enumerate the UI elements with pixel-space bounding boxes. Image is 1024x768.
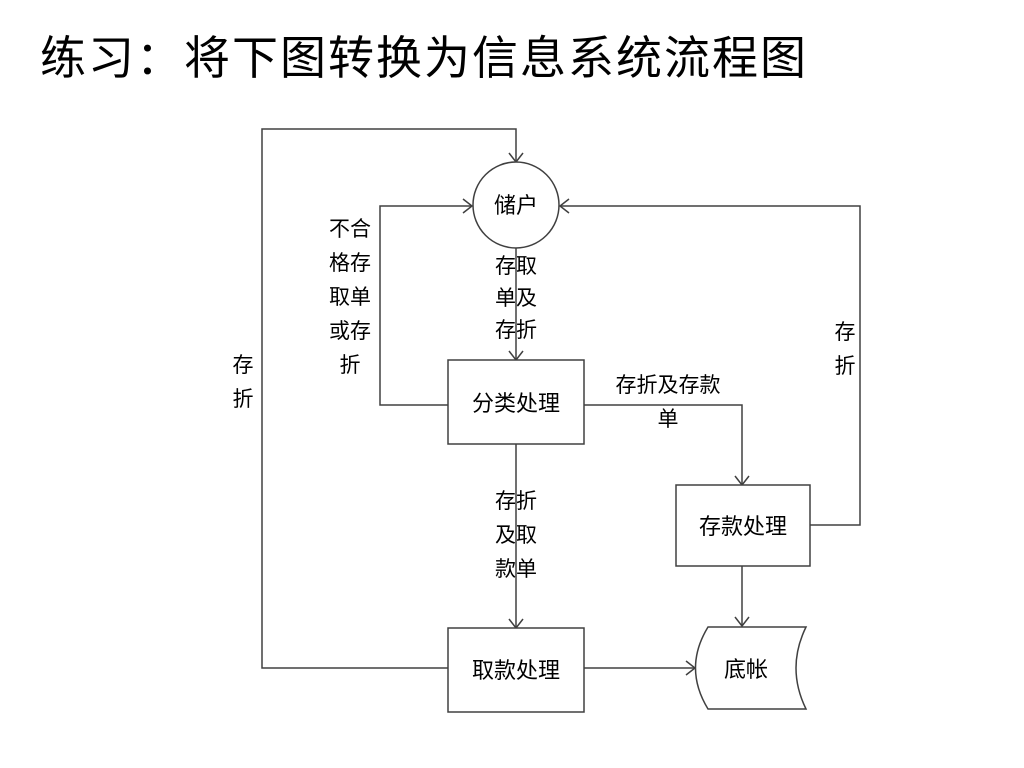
edge-label-reject-4: 或存 [329, 319, 371, 343]
node-classify [447, 359, 585, 445]
edge-reject-line [379, 205, 472, 406]
edge-label-customer-classify-3: 存折 [495, 318, 537, 342]
node-classify-label: 分类处理 [472, 392, 560, 417]
node-deposit-label: 存款处理 [699, 515, 787, 540]
arrowhead-reject [462, 198, 474, 214]
edge-label-deposit-customer-2: 折 [835, 354, 856, 378]
edge-label-classify-withdraw-1: 存折 [495, 489, 537, 513]
edge-label-reject-5: 折 [340, 353, 361, 377]
edge-classify-deposit-line [584, 404, 743, 485]
edge-label-classify-deposit-2: 单 [658, 407, 679, 431]
node-ledger [694, 626, 808, 710]
edge-label-customer-classify-1: 存取 [495, 254, 537, 278]
node-customer [472, 161, 560, 249]
edge-label-withdraw-customer-2: 折 [233, 387, 254, 411]
node-ledger-label: 底帐 [724, 658, 768, 683]
edge-label-reject-3: 取单 [329, 285, 371, 309]
slide-title: 练习：将下图转换为信息系统流程图 [40, 31, 808, 85]
node-deposit [675, 484, 811, 567]
node-customer-label: 储户 [494, 194, 538, 219]
node-withdraw-label: 取款处理 [472, 659, 560, 684]
edge-label-deposit-customer-1: 存 [835, 320, 856, 344]
edge-label-classify-deposit-1: 存折及存款 [616, 373, 721, 397]
edge-label-classify-withdraw-2: 及取 [495, 523, 537, 547]
edge-withdraw-customer-line [261, 128, 517, 669]
edge-deposit-customer-line [560, 205, 861, 526]
arrowhead-deposit-ledger [734, 616, 750, 628]
edge-label-customer-classify-2: 单及 [495, 286, 537, 310]
node-withdraw [447, 627, 585, 713]
edge-label-reject-1: 不合 [329, 217, 371, 241]
edge-label-withdraw-customer-1: 存 [233, 353, 254, 377]
edge-label-reject-2: 格存 [329, 251, 371, 275]
arrowhead-deposit-customer [558, 198, 570, 214]
edge-label-classify-withdraw-3: 款单 [495, 557, 537, 581]
